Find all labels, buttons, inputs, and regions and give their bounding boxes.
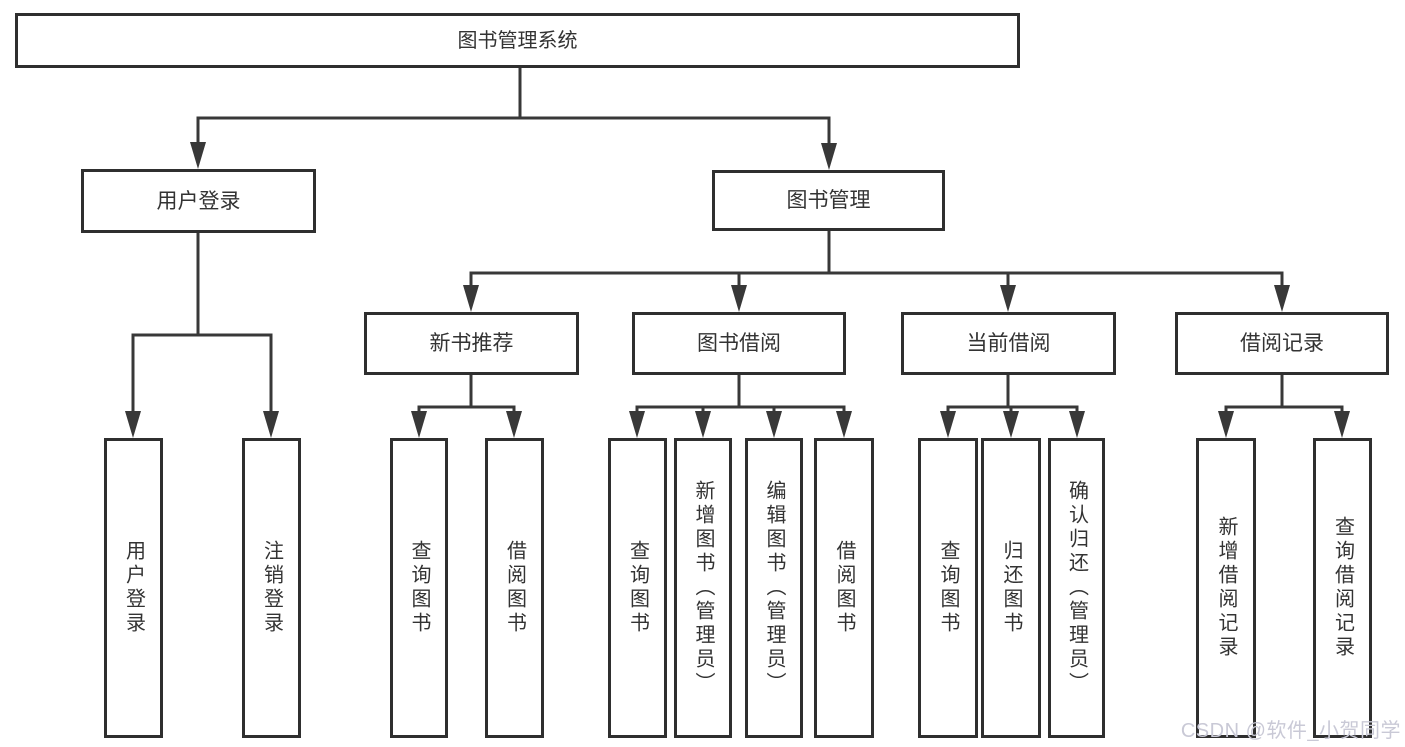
node-label: 借阅记录 — [1240, 332, 1324, 355]
node-label: 查询借阅记录 — [1331, 516, 1354, 660]
node-label: 编辑图书（管理员） — [763, 480, 785, 696]
node-book-management: 图书管理 — [712, 170, 945, 231]
node-borrowing-records: 借阅记录 — [1175, 312, 1389, 375]
leaf-confirm-return-admin: 确认归还（管理员） — [1048, 438, 1105, 738]
node-label: 借阅图书 — [503, 540, 526, 636]
node-library-management-system: 图书管理系统 — [15, 13, 1020, 68]
node-label: 查询图书 — [626, 540, 649, 636]
node-label: 确认归还（管理员） — [1065, 480, 1088, 696]
csdn-watermark: CSDN @软件_小贺同学 — [1180, 720, 1401, 742]
node-label: 归还图书 — [1000, 540, 1022, 636]
node-label: 借阅图书 — [833, 540, 855, 636]
node-label: 图书管理系统 — [457, 29, 578, 52]
node-label: 注销登录 — [260, 540, 283, 636]
leaf-return-books: 归还图书 — [981, 438, 1041, 738]
leaf-query-books-3: 查询图书 — [918, 438, 978, 738]
leaf-borrow-books-1: 借阅图书 — [485, 438, 544, 738]
node-label: 当前借阅 — [966, 332, 1051, 355]
node-label: 图书借阅 — [697, 332, 781, 355]
node-label: 新增借阅记录 — [1215, 516, 1237, 660]
node-label: 用户登录 — [122, 540, 145, 636]
leaf-add-books-admin: 新增图书（管理员） — [674, 438, 732, 738]
leaf-edit-books-admin: 编辑图书（管理员） — [745, 438, 803, 738]
leaf-user-login: 用户登录 — [104, 438, 163, 738]
leaf-query-books-1: 查询图书 — [390, 438, 448, 738]
node-label: 查询图书 — [937, 540, 959, 636]
node-book-borrowing: 图书借阅 — [632, 312, 846, 375]
node-user-login: 用户登录 — [81, 169, 316, 233]
leaf-query-borrow-record: 查询借阅记录 — [1313, 438, 1372, 738]
leaf-logout: 注销登录 — [242, 438, 301, 738]
node-label: 新书推荐 — [429, 332, 514, 355]
node-label: 图书管理 — [786, 189, 871, 212]
leaf-add-borrow-record: 新增借阅记录 — [1196, 438, 1256, 738]
node-label: 查询图书 — [408, 540, 430, 636]
leaf-borrow-books-2: 借阅图书 — [814, 438, 874, 738]
node-label: 用户登录 — [156, 189, 241, 213]
leaf-query-books-2: 查询图书 — [608, 438, 667, 738]
node-label: 新增图书（管理员） — [692, 480, 714, 696]
node-current-borrowing: 当前借阅 — [901, 312, 1116, 375]
node-new-book-recommendation: 新书推荐 — [364, 312, 579, 375]
